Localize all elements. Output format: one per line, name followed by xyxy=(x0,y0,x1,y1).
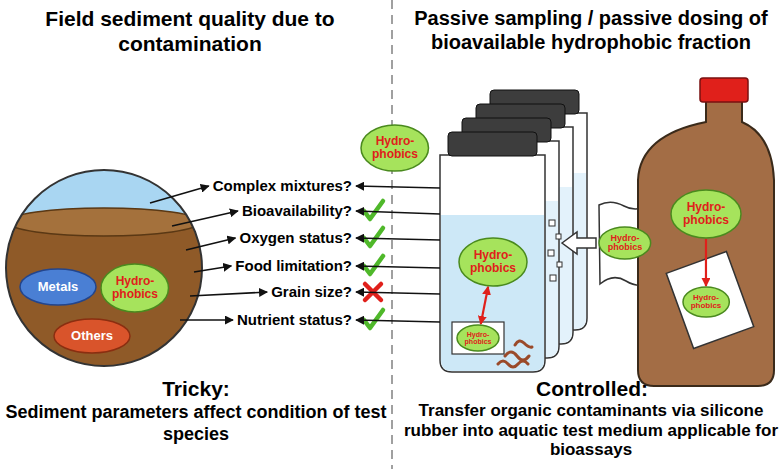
ellipse-outline xyxy=(101,264,169,312)
others-ellipse: Others xyxy=(53,318,131,354)
check-mark xyxy=(364,228,383,246)
leader-arrow xyxy=(186,238,235,250)
vial xyxy=(448,132,537,156)
silicone-particles xyxy=(548,220,562,281)
summary-heading: Tricky: xyxy=(0,376,392,401)
ellipse-outline xyxy=(459,238,527,286)
check-mark xyxy=(364,310,383,328)
sediment-bottle xyxy=(638,78,774,386)
check-mark xyxy=(364,256,383,274)
sediment-sphere xyxy=(0,160,210,380)
metals-ellipse: Metals xyxy=(19,268,97,306)
hydrophobics-ellipse: Hydro- phobics xyxy=(360,124,430,172)
vial-silicone-sheet xyxy=(452,322,504,354)
leader-arrow xyxy=(356,292,440,294)
node-text: Hydro- phobics xyxy=(691,294,722,311)
silicone-particles xyxy=(548,250,554,256)
node-text: Metals xyxy=(38,280,78,294)
test-vials xyxy=(440,90,587,372)
vial-worms xyxy=(505,352,529,360)
panel-title: Field sediment quality due to contaminat… xyxy=(30,6,350,56)
silicone-particles xyxy=(556,234,561,239)
leader-arrow xyxy=(356,211,440,214)
sediment-bottle xyxy=(700,78,748,102)
silicone-particles xyxy=(549,220,555,226)
sediment-sphere xyxy=(0,160,210,380)
sediment-sphere xyxy=(0,160,210,380)
question-label: Nutrient status? xyxy=(237,311,352,329)
flow-arrow xyxy=(705,239,707,286)
leader-arrow xyxy=(356,186,440,188)
sediment-sphere xyxy=(8,208,200,236)
vial xyxy=(440,155,545,372)
check-mark xyxy=(364,201,383,219)
question-label: Food limitation? xyxy=(235,257,352,275)
summary-text: Sediment parameters affect condition of … xyxy=(5,402,387,445)
silicone-particles xyxy=(557,262,562,267)
leader-arrow xyxy=(190,292,267,296)
summary-heading: Controlled: xyxy=(400,376,784,401)
node-text: Hydro- phobics xyxy=(465,331,492,346)
vial-worms xyxy=(515,341,532,347)
leader-arrow xyxy=(180,319,233,321)
node-text: Hydro- phobics xyxy=(683,201,729,226)
question-label: Grain size? xyxy=(271,283,352,301)
leader-arrow xyxy=(172,211,238,226)
panel-divider xyxy=(391,0,393,469)
ellipse-outline xyxy=(20,269,96,305)
node-text: Hydro- phobics xyxy=(372,135,418,160)
question-label: Bioavailability? xyxy=(242,202,352,220)
sediment-sphere xyxy=(6,170,202,366)
sediment-bottle xyxy=(666,251,754,348)
leader-arrow xyxy=(356,320,440,322)
ellipse-outline xyxy=(683,287,729,317)
hydrophobics-ellipse: Hydro- phobics xyxy=(670,189,742,239)
question-label: Oxygen status? xyxy=(239,229,352,247)
ellipse-outline xyxy=(599,227,651,259)
vial xyxy=(441,215,544,371)
node-text: Hydro- phobics xyxy=(112,275,158,300)
ellipse-outline xyxy=(671,190,741,238)
leader-arrow xyxy=(356,238,440,240)
question-marks xyxy=(364,201,383,328)
leader-arrow xyxy=(356,266,440,268)
summary-text: Transfer organic contaminants via silico… xyxy=(402,401,780,460)
node-text: Hydro- phobics xyxy=(470,249,516,274)
question-label: Complex mixtures? xyxy=(213,177,352,195)
transfer-arrow xyxy=(562,232,596,254)
hydrophobics-ellipse: Hydro- phobics xyxy=(456,324,500,352)
leader-arrow xyxy=(150,186,209,203)
silicone-particles xyxy=(550,275,556,281)
ellipse-outline xyxy=(54,319,130,353)
ellipse-outline xyxy=(457,325,499,351)
sediment-bottle xyxy=(638,100,774,386)
hydrophobics-ellipse: Hydro- phobics xyxy=(100,263,170,313)
vial-silicone-sheet xyxy=(452,322,504,354)
hydrophobics-ellipse: Hydro- phobics xyxy=(458,237,528,287)
flow-arrow xyxy=(481,287,488,324)
panel-title: Passive sampling / passive dosing of bio… xyxy=(402,6,780,54)
vial-worms xyxy=(498,361,528,367)
transfer-arrow xyxy=(562,232,596,254)
hydrophobics-ellipse: Hydro- phobics xyxy=(682,286,730,318)
leader-arrow xyxy=(194,266,231,272)
node-text: Hydro- phobics xyxy=(608,234,643,253)
hydrophobics-ellipse: Hydro- phobics xyxy=(598,226,652,260)
vial xyxy=(440,132,545,372)
node-text: Others xyxy=(71,329,113,343)
ellipse-outline xyxy=(361,125,429,171)
